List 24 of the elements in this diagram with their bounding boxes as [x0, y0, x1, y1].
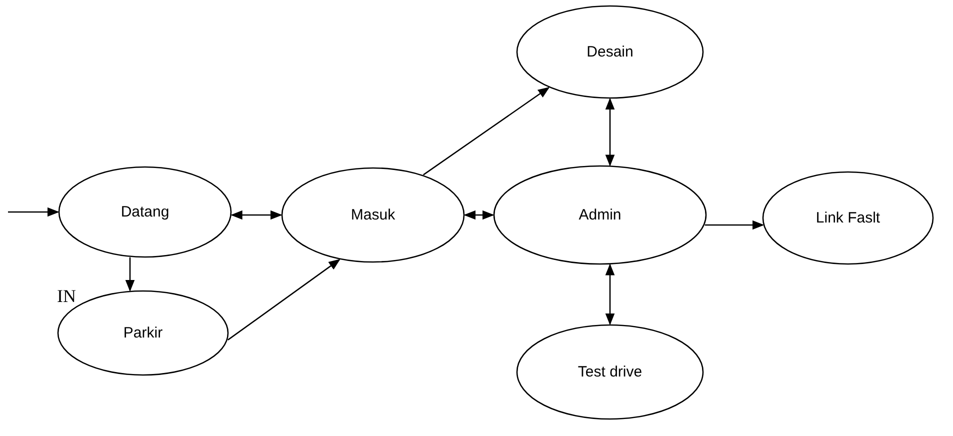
arrow [423, 86, 550, 176]
node-label: Test drive [576, 364, 644, 380]
arrow [464, 210, 494, 220]
node-label: Link Faslt [814, 210, 882, 226]
node-label: Admin [578, 206, 622, 224]
node-label: Datang [120, 204, 170, 220]
arrow [605, 98, 615, 166]
arrow [8, 207, 60, 217]
node-label: Parkir [122, 324, 164, 342]
ellipse-node [762, 171, 934, 265]
node-label: Desain [586, 44, 634, 60]
ellipse-node [281, 167, 465, 263]
arrow [125, 257, 135, 292]
ellipse-node [57, 290, 229, 376]
arrow [704, 220, 764, 230]
arrow [230, 210, 282, 220]
arrow [228, 259, 340, 340]
flow-label: IN [57, 286, 76, 307]
node-label: Masuk [350, 206, 396, 224]
ellipse-node [516, 5, 704, 99]
arrow [605, 264, 615, 326]
ellipse-node [516, 324, 704, 420]
ellipse-node [493, 165, 707, 265]
ellipse-node [58, 166, 232, 258]
